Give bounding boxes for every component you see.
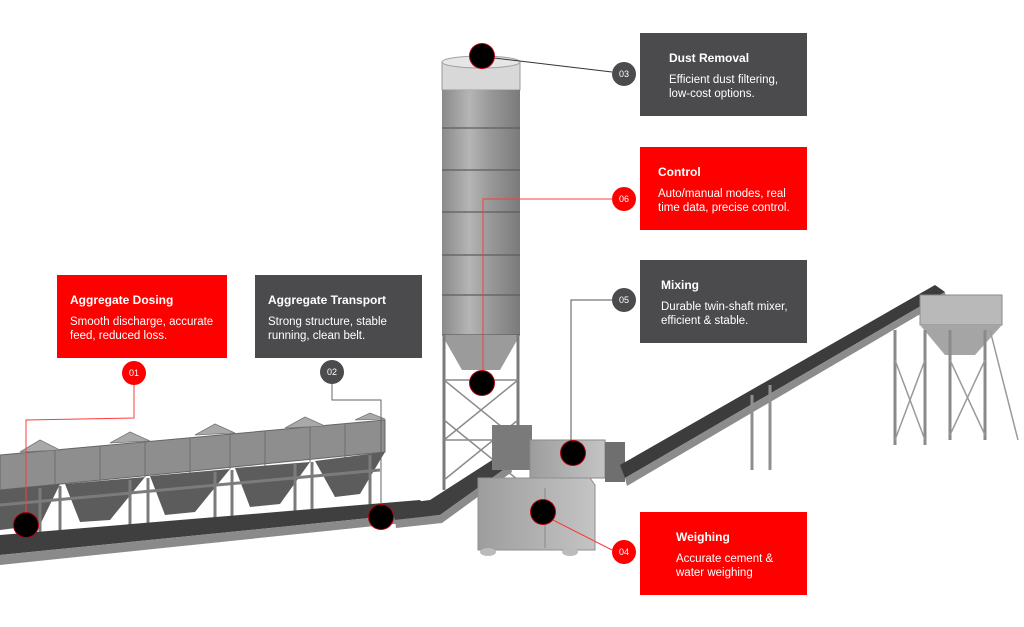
info-box-aggregate-dosing: Aggregate Dosing Smooth discharge, accur… [57, 275, 227, 358]
inclined-conveyor [620, 285, 946, 486]
badge-06[interactable]: 06 [612, 187, 636, 211]
feature-title: Mixing [661, 278, 699, 292]
connector-01 [25, 385, 135, 513]
info-box-weighing: Weighing Accurate cement & water weighin… [640, 512, 807, 595]
feature-description: Durable twin-shaft mixer, efficient & st… [661, 301, 788, 327]
feature-description: Strong structure, stable running, clean … [268, 316, 387, 342]
mixer-unit [477, 425, 625, 556]
info-box-dust-removal: Dust Removal Efficient dust filtering, l… [640, 33, 807, 116]
badge-02[interactable]: 02 [320, 360, 344, 384]
feature-description: Smooth discharge, accurate feed, reduced… [70, 316, 214, 342]
info-box-aggregate-transport: Aggregate Transport Strong structure, st… [255, 275, 422, 358]
badge-05[interactable]: 05 [612, 288, 636, 312]
connector-03 [493, 57, 613, 73]
feature-description: Efficient dust filtering, low-cost optio… [669, 74, 779, 100]
feature-title: Aggregate Transport [268, 293, 387, 307]
hotspot-mixing[interactable] [561, 441, 585, 465]
hotspot-aggregate-dosing[interactable] [14, 513, 38, 537]
connector-06 [482, 198, 612, 371]
hotspot-aggregate-transport[interactable] [369, 505, 393, 529]
aggregate-transport-belt [390, 455, 512, 528]
feature-description: Accurate cement & water weighing [676, 553, 774, 579]
feature-title: Dust Removal [669, 51, 750, 65]
aggregate-bins [0, 412, 432, 565]
feature-title: Aggregate Dosing [70, 293, 174, 307]
connector-02 [331, 384, 382, 505]
hotspot-dust-removal[interactable] [470, 44, 494, 68]
aggregate-hopper-frame [893, 294, 1019, 445]
connector-05 [570, 299, 612, 441]
info-box-control: Control Auto/manual modes, real time dat… [640, 147, 807, 230]
badge-03[interactable]: 03 [612, 62, 636, 86]
hotspot-weighing[interactable] [531, 500, 555, 524]
feature-title: Control [658, 165, 701, 179]
feature-description: Auto/manual modes, real time data, preci… [658, 188, 790, 214]
cement-silo [441, 55, 521, 490]
info-box-mixing: Mixing Durable twin-shaft mixer, efficie… [640, 260, 807, 343]
feature-title: Weighing [676, 530, 730, 544]
connector-04 [552, 519, 613, 551]
badge-04[interactable]: 04 [612, 540, 636, 564]
hotspot-control[interactable] [470, 371, 494, 395]
badge-01[interactable]: 01 [122, 361, 146, 385]
